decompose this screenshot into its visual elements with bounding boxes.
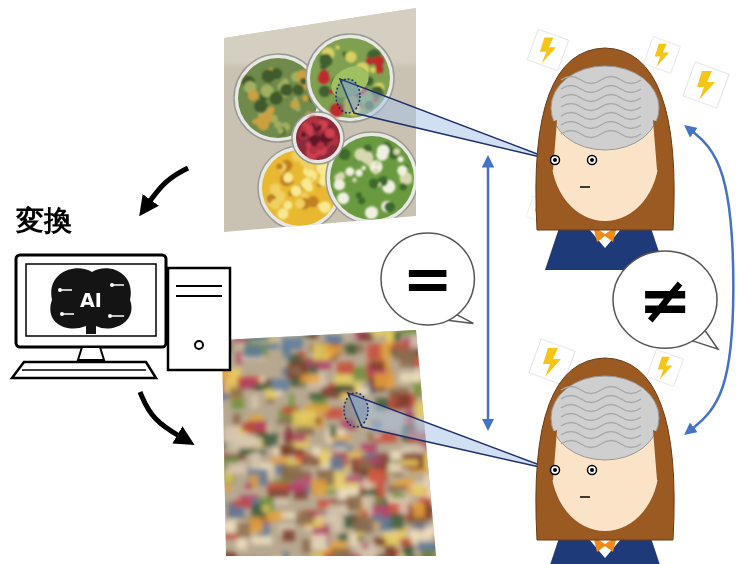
computer-icon (12, 255, 230, 378)
girl-figure (536, 358, 674, 564)
symbol-text: ≠ (638, 268, 692, 332)
speech-bubble: ≠ (612, 250, 718, 349)
sight-cone (340, 79, 553, 160)
gaze-spot (344, 393, 368, 427)
flow-arrow (140, 392, 186, 440)
step-label: 変換 (16, 202, 72, 240)
lightning-bolt (683, 62, 729, 108)
lightning-bolt (644, 37, 681, 74)
gaze-spot (336, 79, 360, 113)
girl-figure (536, 48, 674, 270)
symbol-text: = (403, 249, 453, 309)
screen-text: AI (80, 289, 102, 311)
lightning-bolt (527, 29, 569, 71)
lightning-bolt (647, 350, 684, 387)
sight-cone (348, 393, 553, 470)
transformed-image (215, 325, 462, 564)
speech-bubble: = (380, 232, 475, 326)
flow-arrow (145, 168, 188, 208)
compare-arrow (487, 160, 490, 426)
